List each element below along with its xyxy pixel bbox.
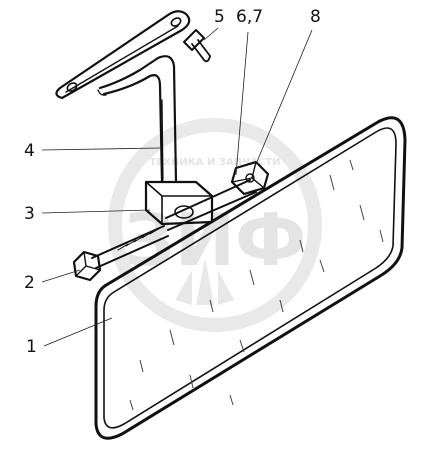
mirror-stem bbox=[97, 55, 178, 184]
watermark-logo: ТЕХНИКА И ЗАПЧАСТИ ЗИФ bbox=[108, 118, 322, 332]
callout-3: 3 bbox=[24, 204, 35, 224]
callout-6-7: 6,7 bbox=[236, 7, 263, 27]
adjusting-bolt bbox=[72, 225, 169, 282]
screw bbox=[183, 29, 211, 63]
callout-1: 1 bbox=[26, 337, 37, 357]
mounting-plate bbox=[55, 10, 191, 100]
glass-texture bbox=[129, 159, 384, 411]
callout-4: 4 bbox=[24, 141, 35, 161]
callout-2: 2 bbox=[24, 273, 35, 293]
watermark-arc-text: ТЕХНИКА И ЗАПЧАСТИ bbox=[150, 157, 281, 168]
leader-lines bbox=[41, 27, 313, 347]
watermark-building-icon bbox=[175, 258, 234, 305]
callout-8: 8 bbox=[310, 7, 321, 27]
callout-5: 5 bbox=[214, 7, 225, 27]
mirror-bracket bbox=[165, 160, 270, 231]
mirror-glass bbox=[94, 116, 407, 440]
callout-labels: 4 3 2 1 5 6,7 8 bbox=[24, 7, 321, 357]
